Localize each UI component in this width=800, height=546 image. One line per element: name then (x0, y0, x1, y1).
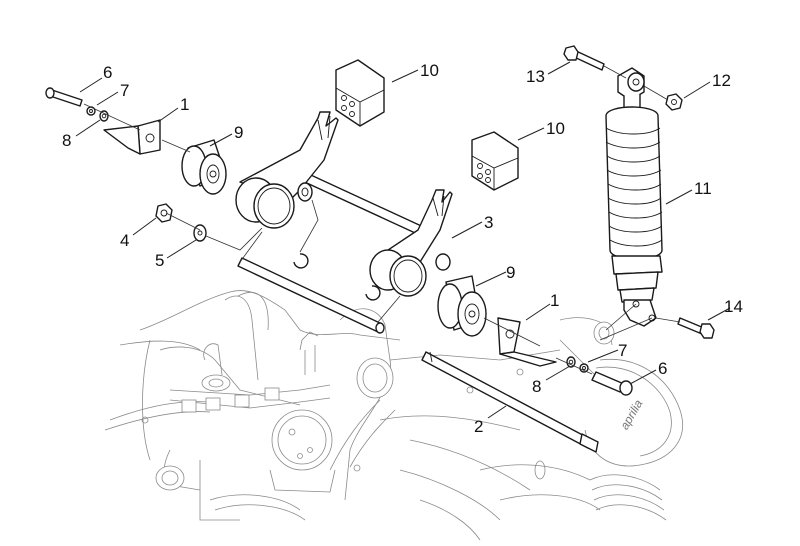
washer-8-lower (566, 356, 576, 368)
bolt-13 (563, 45, 605, 71)
callout-13: 13 (526, 67, 545, 86)
nut-4 (155, 203, 173, 223)
callout-1-upper: 1 (180, 95, 189, 114)
bracket-left (103, 119, 161, 155)
nut-12 (665, 93, 683, 111)
bolt-14 (677, 317, 715, 339)
pivot-pin-long (421, 351, 599, 453)
leader-lines (75, 61, 731, 419)
callout-7-lower: 7 (618, 341, 627, 360)
callout-10-lower: 10 (546, 119, 565, 138)
rubber-buffer-upper (335, 59, 385, 127)
bushing-left (181, 139, 227, 195)
shock-absorber (605, 67, 663, 327)
bracket-right (497, 317, 557, 367)
swing-link-left (235, 111, 339, 229)
washer-8-upper (99, 110, 109, 122)
callout-11: 11 (694, 179, 712, 198)
engine-background: aprilia (104, 290, 683, 541)
callout-4: 4 (120, 231, 129, 250)
circlip-lower (365, 285, 381, 301)
bolt-6-lower (591, 371, 633, 396)
bolt-6-upper (45, 87, 83, 107)
washer-7-upper (86, 106, 96, 116)
callout-10-upper: 10 (420, 61, 439, 80)
cross-tube (295, 169, 431, 239)
callout-7-upper: 7 (120, 81, 129, 100)
callout-9-lower: 9 (506, 263, 515, 282)
circlip-upper (293, 253, 309, 269)
callout-2: 2 (474, 417, 483, 436)
washer-7-lower (579, 363, 589, 373)
callout-5: 5 (155, 251, 164, 270)
callout-8-lower: 8 (532, 377, 541, 396)
callout-3: 3 (484, 213, 493, 232)
pivot-pin-upper (237, 257, 385, 334)
aprilia-logo: aprilia (617, 397, 645, 432)
callout-labels: 6 7 8 1 9 4 5 10 10 3 9 13 12 11 14 1 7 … (62, 61, 743, 436)
assembly-axes (83, 65, 681, 375)
bushing-right (437, 275, 487, 337)
callout-6-upper: 6 (103, 63, 112, 82)
washer-5 (193, 224, 207, 242)
callout-14: 14 (724, 297, 743, 316)
callout-8-upper: 8 (62, 131, 71, 150)
callout-9-upper: 9 (234, 123, 243, 142)
callout-6-lower: 6 (658, 359, 667, 378)
rubber-buffer-lower (471, 131, 519, 191)
callout-1-lower: 1 (550, 291, 559, 310)
swing-link-right (369, 189, 453, 297)
callout-12: 12 (712, 71, 731, 90)
